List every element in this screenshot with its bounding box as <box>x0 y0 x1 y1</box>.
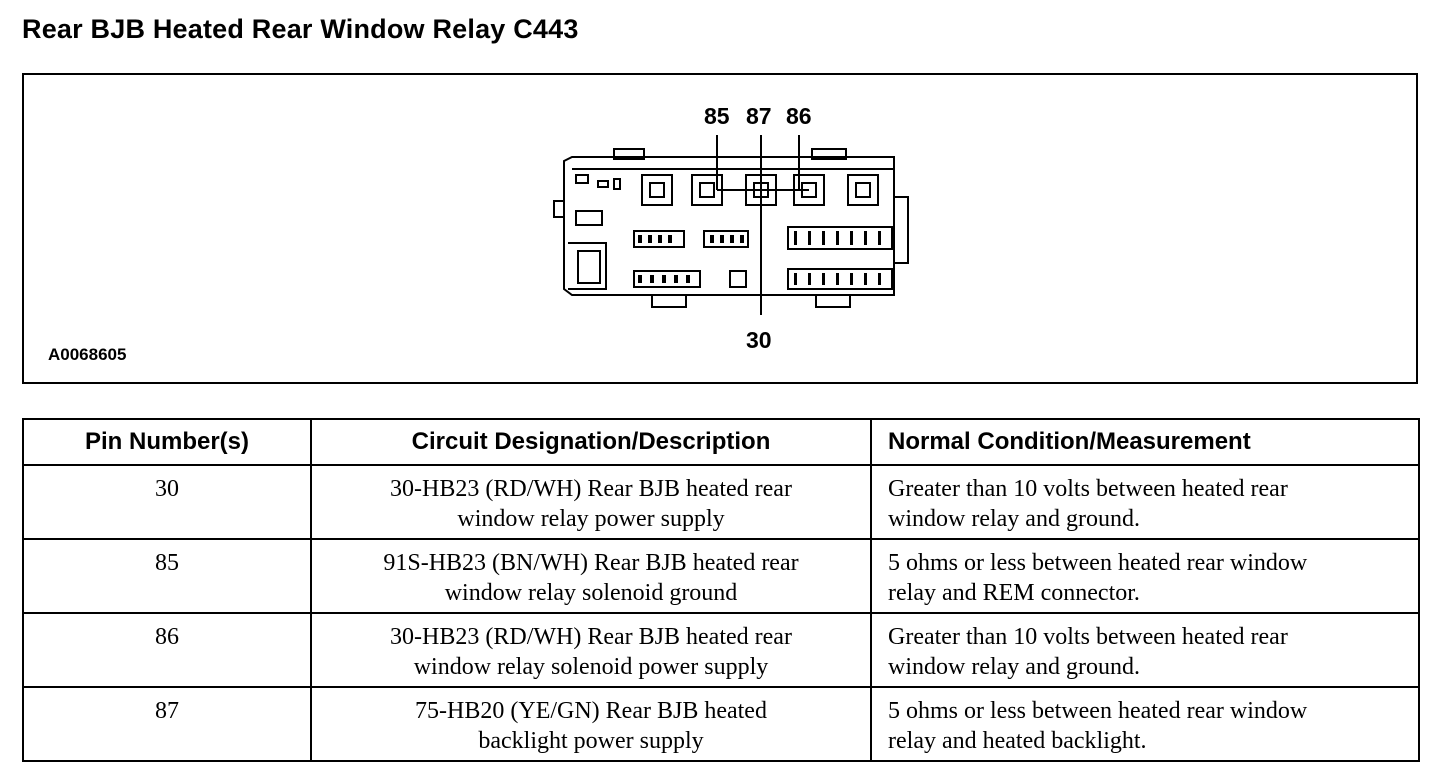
pin-number-cell: 85 <box>22 538 312 614</box>
meas-line: window relay and ground. <box>888 654 1140 680</box>
page-title: Rear BJB Heated Rear Window Relay C443 <box>22 14 579 44</box>
circuit-description-cell: 30-HB23 (RD/WH) Rear BJB heated rear wind… <box>310 464 872 540</box>
meas-line: Greater than 10 volts between heated rea… <box>888 624 1288 650</box>
meas-line: window relay and ground. <box>888 506 1140 532</box>
pin-number-cell: 87 <box>22 686 312 762</box>
table-row: 86 30-HB23 (RD/WH) Rear BJB heated rear w… <box>22 612 1420 688</box>
measurement-cell: Greater than 10 volts between heated rea… <box>870 612 1420 688</box>
table-row: 85 91S-HB23 (BN/WH) Rear BJB heated rear… <box>22 538 1420 614</box>
pin-table: Pin Number(s) Circuit Designation/Descri… <box>22 418 1420 762</box>
meas-line: relay and heated backlight. <box>888 728 1147 754</box>
connector-diagram <box>553 135 909 315</box>
pin-label-85: 85 <box>704 103 730 129</box>
circuit-description-cell: 75-HB20 (YE/GN) Rear BJB heated backlight… <box>310 686 872 762</box>
measurement-cell: 5 ohms or less between heated rear windo… <box>870 538 1420 614</box>
desc-line: 91S-HB23 (BN/WH) Rear BJB heated rear <box>383 550 799 576</box>
header-normal-condition: Normal Condition/Measurement <box>870 418 1420 466</box>
table-row: 87 75-HB20 (YE/GN) Rear BJB heated backli… <box>22 686 1420 762</box>
desc-line: backlight power supply <box>478 728 704 754</box>
meas-line: 5 ohms or less between heated rear windo… <box>888 698 1308 724</box>
desc-line: window relay solenoid ground <box>444 580 738 606</box>
circuit-description-cell: 91S-HB23 (BN/WH) Rear BJB heated rear win… <box>310 538 872 614</box>
pin-number-cell: 30 <box>22 464 312 540</box>
table-row: 30 30-HB23 (RD/WH) Rear BJB heated rear w… <box>22 464 1420 540</box>
meas-line: relay and REM connector. <box>888 580 1140 606</box>
connector-figure: 85 87 86 30 A0068605 <box>22 73 1418 384</box>
meas-line: 5 ohms or less between heated rear windo… <box>888 550 1308 576</box>
desc-line: window relay power supply <box>457 506 725 532</box>
pin-number-cell: 86 <box>22 612 312 688</box>
table-header-row: Pin Number(s) Circuit Designation/Descri… <box>22 418 1420 466</box>
figure-id: A0068605 <box>48 345 127 364</box>
circuit-description-cell: 30-HB23 (RD/WH) Rear BJB heated rear wind… <box>310 612 872 688</box>
meas-line: Greater than 10 volts between heated rea… <box>888 476 1288 502</box>
desc-line: 75-HB20 (YE/GN) Rear BJB heated <box>415 698 767 724</box>
pin-label-30: 30 <box>746 327 772 353</box>
desc-line: window relay solenoid power supply <box>413 654 769 680</box>
desc-line: 30-HB23 (RD/WH) Rear BJB heated rear <box>390 476 792 502</box>
pin-label-86: 86 <box>786 103 812 129</box>
header-circuit-designation: Circuit Designation/Description <box>310 418 872 466</box>
measurement-cell: Greater than 10 volts between heated rea… <box>870 464 1420 540</box>
pin-label-87: 87 <box>746 103 772 129</box>
header-pin-number: Pin Number(s) <box>22 418 312 466</box>
desc-line: 30-HB23 (RD/WH) Rear BJB heated rear <box>390 624 792 650</box>
measurement-cell: 5 ohms or less between heated rear windo… <box>870 686 1420 762</box>
